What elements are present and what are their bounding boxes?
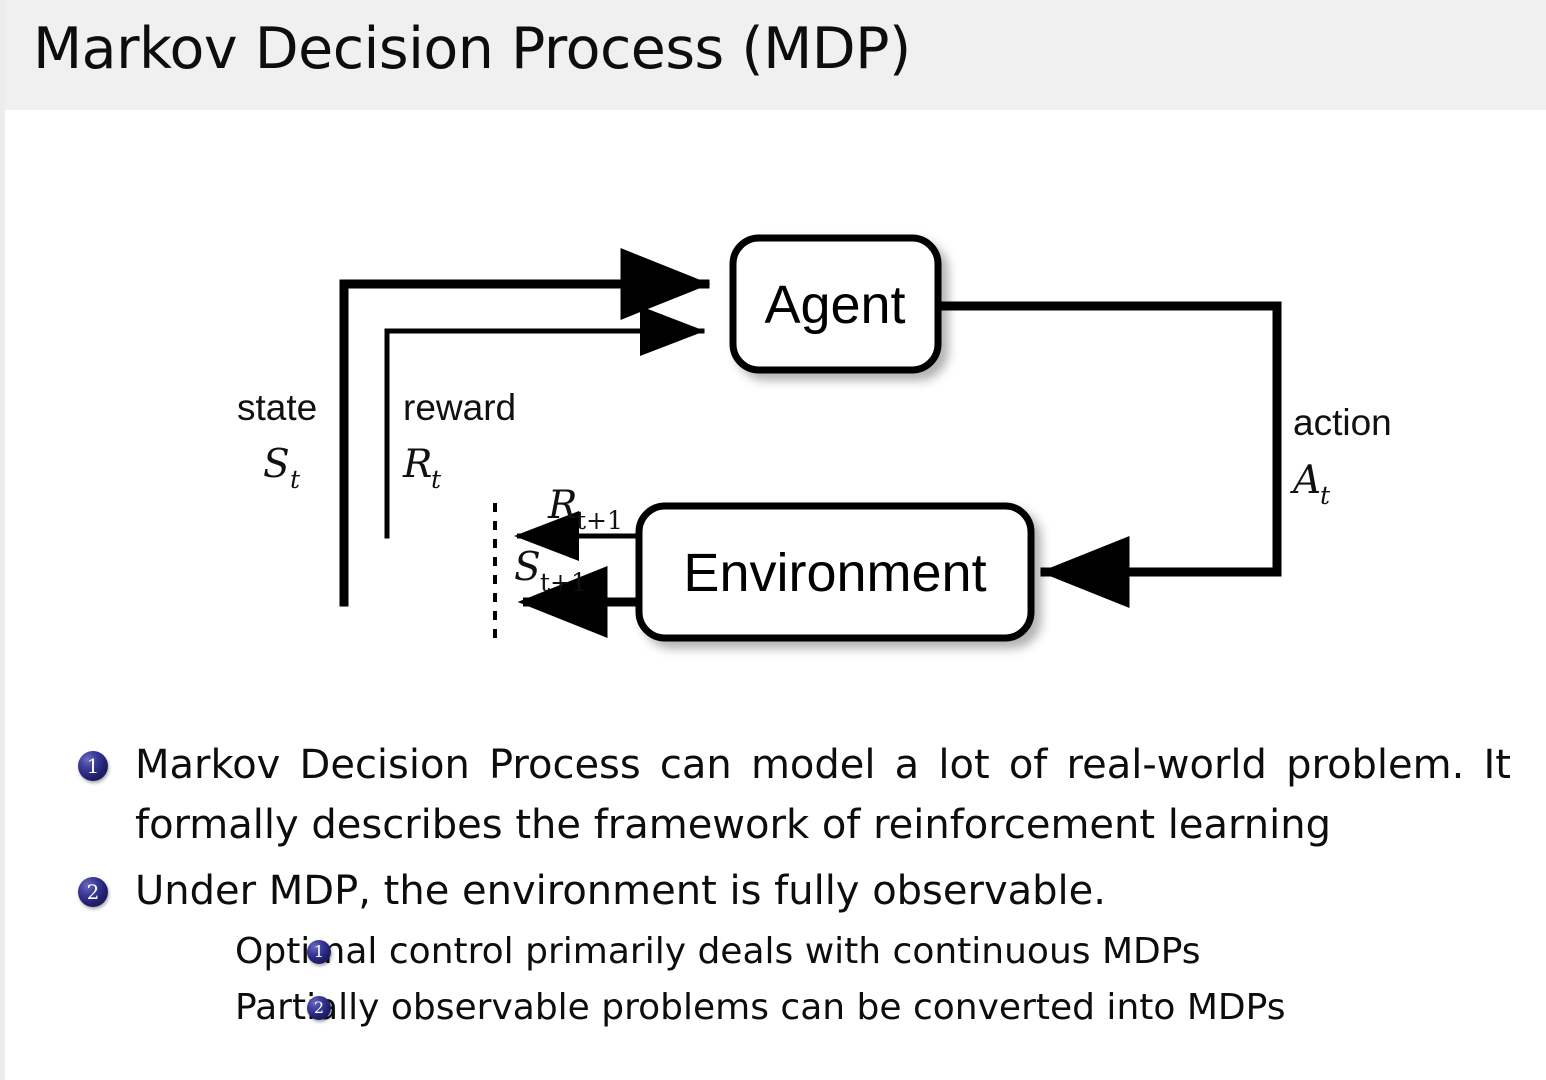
list-item-text: Markov Decision Process can model a lot …	[135, 742, 1511, 848]
state-edge-subscript: t	[290, 465, 301, 494]
sub-list-item-text: Partially observable problems can be con…	[235, 987, 1286, 1028]
action-edge-word: action	[1293, 402, 1392, 443]
agent-node: Agent	[729, 234, 942, 374]
agent-node-label: Agent	[764, 275, 905, 335]
state-edge-path	[339, 248, 711, 607]
list-item: 1 Markov Decision Process can model a lo…	[5, 735, 1546, 855]
state-edge-label: state S t	[237, 387, 317, 494]
environment-node: Environment	[635, 502, 1035, 642]
next-reward-edge-label: R t+1	[547, 483, 623, 535]
state-edge-word: state	[237, 387, 317, 428]
sub-bullet-number-badge: 2	[307, 996, 331, 1020]
next-state-edge-label: S t+1	[514, 545, 587, 597]
sub-list-item: 2 Partially observable problems can be c…	[135, 981, 1511, 1035]
bullet-number-badge: 1	[78, 751, 108, 781]
next-state-edge-symbol: S	[514, 545, 541, 590]
sub-list-item: 1 Optimal control primarily deals with c…	[135, 925, 1511, 979]
sub-bullet-number-badge: 1	[307, 940, 331, 964]
list-item: 2 Under MDP, the environment is fully ob…	[5, 861, 1546, 1035]
environment-node-label: Environment	[683, 543, 986, 603]
sub-bullet-list: 1 Optimal control primarily deals with c…	[135, 925, 1511, 1035]
reward-edge-path	[384, 306, 706, 539]
reward-edge-label: reward R t	[402, 387, 516, 494]
mdp-diagram: Agent Environment state S t reward R t	[5, 110, 1546, 710]
bullet-number-badge: 2	[78, 877, 108, 907]
action-edge-path	[935, 301, 1282, 608]
sub-list-item-text: Optimal control primarily deals with con…	[235, 931, 1201, 972]
page-title: Markov Decision Process (MDP)	[33, 16, 911, 82]
reward-edge-word: reward	[403, 387, 516, 428]
bullet-list: 1 Markov Decision Process can model a lo…	[5, 735, 1546, 1041]
next-reward-edge-symbol: R	[547, 483, 577, 528]
next-reward-edge-subscript: t+1	[576, 506, 623, 535]
state-edge-symbol: S	[263, 442, 290, 487]
action-edge-symbol: A	[1290, 458, 1321, 503]
action-edge-label: action A t	[1290, 402, 1392, 510]
next-state-edge-subscript: t+1	[540, 568, 587, 597]
reward-edge-subscript: t	[431, 465, 442, 494]
title-bar: Markov Decision Process (MDP)	[5, 0, 1546, 110]
action-edge-subscript: t	[1320, 481, 1331, 510]
reward-edge-symbol: R	[402, 442, 432, 487]
list-item-text: Under MDP, the environment is fully obse…	[135, 868, 1106, 914]
